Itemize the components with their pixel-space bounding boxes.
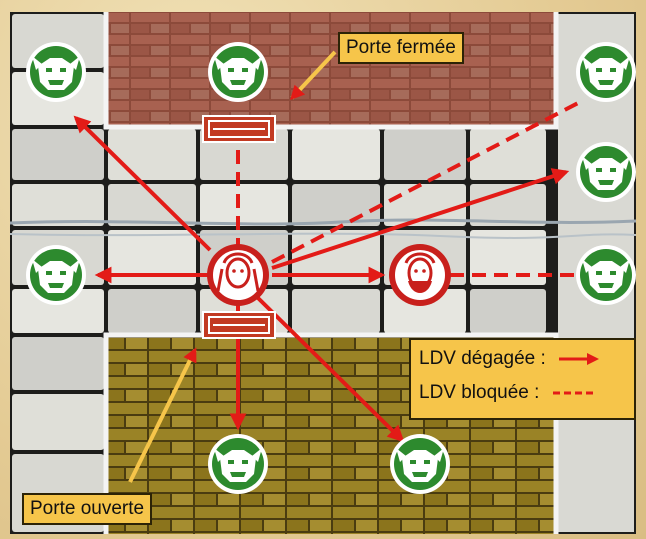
legend-box: LDV dégagée : LDV bloquée : (409, 338, 636, 420)
legend-blocked-row: LDV bloquée : (419, 382, 595, 404)
callout-pointers (128, 50, 337, 483)
dwarf-token (389, 244, 451, 306)
blocked-los-lines (236, 100, 581, 277)
orc-token-3 (576, 42, 636, 102)
orc-token-1 (26, 42, 86, 102)
orc-token-2 (208, 42, 268, 102)
orc-token-8 (390, 434, 450, 494)
orc-token-5 (26, 245, 86, 305)
legend-blocked-label: LDV bloquée : (419, 382, 540, 403)
orc-token-4 (576, 142, 636, 202)
clear-arrow-icon (559, 352, 600, 365)
game-board (10, 12, 636, 534)
open-door-label: Porte ouverte (22, 493, 153, 525)
room-walls (103, 12, 559, 534)
closed-door (202, 115, 276, 143)
hero-token (207, 244, 269, 306)
open-door (202, 311, 276, 339)
dashed-line-icon (552, 391, 593, 395)
closed-door-label: Porte fermée (338, 32, 464, 64)
legend-clear-label: LDV dégagée : (419, 348, 546, 369)
legend-clear-row: LDV dégagée : (419, 348, 601, 370)
orc-token-7 (208, 434, 268, 494)
top-room-floor (106, 12, 556, 127)
board-map (10, 12, 636, 534)
corridor-crack (10, 218, 636, 226)
token-layer (26, 42, 636, 494)
orc-token-6 (576, 245, 636, 305)
